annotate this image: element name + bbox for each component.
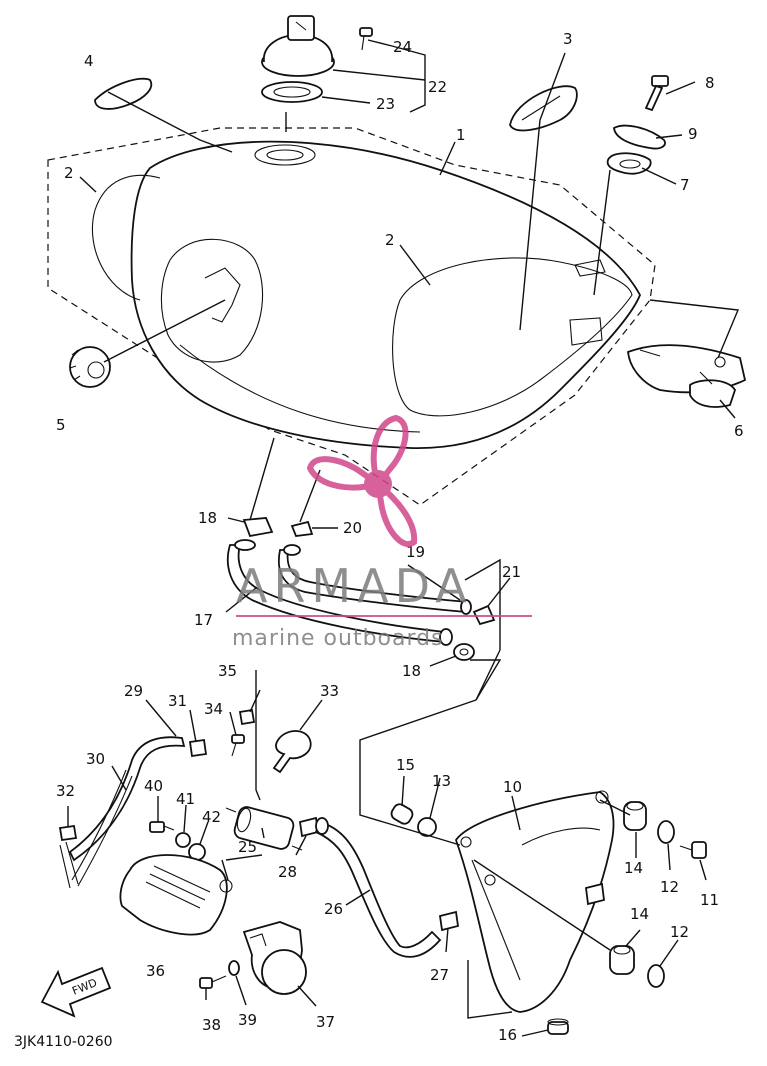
breather-30 (71, 769, 133, 887)
callout-14a: 14 (624, 859, 643, 877)
side-cover-10 (454, 790, 615, 1013)
callout-30: 30 (86, 750, 105, 768)
callout-8: 8 (705, 74, 715, 92)
callout-41: 41 (176, 790, 195, 808)
screw-11 (679, 841, 707, 859)
grommet-13 (417, 817, 437, 837)
callout-26: 26 (324, 900, 343, 918)
callout-39: 39 (238, 1011, 257, 1029)
callout-2a: 2 (64, 164, 74, 182)
callout-22: 22 (428, 78, 447, 96)
callout-20: 20 (343, 519, 362, 537)
washer-39 (228, 960, 240, 976)
clip-31 (188, 738, 208, 758)
callout-32: 32 (56, 782, 75, 800)
callout-33: 33 (320, 682, 339, 700)
damper-5 (69, 346, 111, 388)
callout-12a: 12 (660, 878, 679, 896)
callout-28: 28 (278, 863, 297, 881)
callout-10: 10 (503, 778, 522, 796)
callout-25: 25 (238, 838, 257, 856)
callout-15: 15 (396, 756, 415, 774)
callout-labels: 1 2 2 3 4 5 6 7 8 9 10 11 12 12 13 14 14… (56, 30, 744, 1044)
callout-27: 27 (430, 966, 449, 984)
callout-42: 42 (202, 808, 221, 826)
clip-27 (438, 910, 460, 932)
callout-36: 36 (146, 962, 165, 980)
callout-37: 37 (316, 1013, 335, 1031)
washer-41 (175, 832, 191, 848)
collar-15 (390, 803, 414, 825)
callout-17: 17 (194, 611, 213, 629)
seal-left (91, 174, 161, 301)
diagram-code: 3JK4110-0260 (14, 1034, 113, 1050)
grommet-16 (547, 1018, 569, 1035)
callout-14b: 14 (630, 905, 649, 923)
callout-24: 24 (393, 38, 412, 56)
bolt-8 (644, 75, 669, 112)
callout-23: 23 (376, 95, 395, 113)
bolt-34 (231, 734, 245, 757)
nut-35 (238, 708, 256, 726)
watermark: ARMADA marine outboards (232, 414, 532, 651)
damper-14-bottom (609, 945, 635, 975)
hose-29 (68, 736, 186, 862)
plate-9 (613, 124, 666, 150)
gasket-23 (261, 81, 323, 103)
clip-18-low (453, 643, 475, 661)
callout-7: 7 (680, 176, 690, 194)
callout-29: 29 (124, 682, 143, 700)
propeller-logo-icon (306, 414, 418, 547)
callout-12b: 12 (670, 923, 689, 941)
callout-18a: 18 (198, 509, 217, 527)
cap-37 (242, 921, 307, 995)
damper-14-top (623, 801, 647, 831)
callout-6: 6 (734, 422, 744, 440)
callout-5: 5 (56, 416, 66, 434)
callout-34: 34 (204, 700, 223, 718)
cover-36 (119, 854, 233, 936)
bracket-6 (627, 344, 747, 408)
bracket-33 (272, 730, 312, 774)
callout-4: 4 (84, 52, 94, 70)
callout-11: 11 (700, 891, 719, 909)
washer-12-bottom (647, 964, 665, 988)
fuel-cap-22 (261, 15, 335, 77)
pad-4 (94, 77, 153, 110)
emblem-3 (509, 85, 578, 132)
callout-13: 13 (432, 772, 451, 790)
callout-35: 35 (218, 662, 237, 680)
callout-40: 40 (144, 777, 163, 795)
leader-lines (67, 39, 740, 1037)
watermark-tagline: marine outboards (232, 626, 444, 651)
callout-19: 19 (406, 543, 425, 561)
clip-32 (58, 824, 78, 842)
callout-31: 31 (168, 692, 187, 710)
callout-38: 38 (202, 1016, 221, 1034)
callout-2b: 2 (385, 231, 395, 249)
callout-18b: 18 (402, 662, 421, 680)
callout-1: 1 (456, 126, 466, 144)
bolt-38 (199, 975, 227, 989)
watermark-brand: ARMADA (236, 559, 473, 613)
bolt-40 (149, 821, 175, 833)
callout-3: 3 (563, 30, 573, 48)
screw-24 (359, 27, 373, 51)
grommet-7 (606, 152, 652, 175)
clamp-18-top (242, 517, 274, 538)
fuel-tank (130, 140, 641, 449)
hose-26 (314, 820, 442, 958)
filter-25 (225, 806, 303, 851)
clamp-20 (290, 520, 314, 537)
callout-16: 16 (498, 1026, 517, 1044)
fwd-arrow (40, 966, 112, 1018)
washer-12-top (657, 820, 675, 844)
callout-9: 9 (688, 125, 698, 143)
callout-21: 21 (502, 563, 521, 581)
